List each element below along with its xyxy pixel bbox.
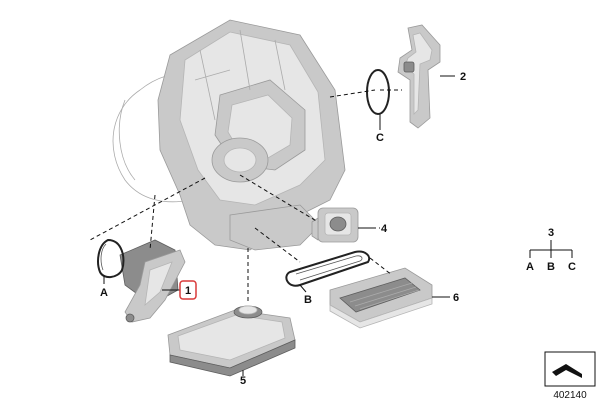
doc-number: 402140	[553, 390, 587, 401]
arrow-stamp-icon	[552, 364, 582, 378]
callout-4: 4	[381, 223, 388, 235]
callout-1-highlight-box	[179, 280, 197, 300]
part-2-bracket	[397, 24, 441, 129]
part-4-actuator	[311, 207, 359, 243]
gasket-a	[97, 238, 125, 278]
part-1-control-unit	[119, 239, 186, 323]
doc-stamp: 402140	[544, 351, 596, 401]
callout-5: 5	[240, 375, 246, 387]
callout-b: B	[304, 294, 312, 306]
legend-item-b: B	[547, 261, 555, 273]
callout-1: 1	[185, 285, 191, 297]
callout-6: 6	[453, 292, 459, 304]
leader-lines	[103, 75, 455, 376]
part-6-led-module	[329, 267, 433, 329]
legend-item-c: C	[568, 261, 576, 273]
assembly-lines	[89, 89, 402, 302]
callout-a: A	[100, 287, 108, 299]
legend-item-a: A	[526, 261, 534, 273]
callout-labels: 1 2 C 4 A B 6 5	[100, 71, 466, 387]
part-5-cover	[167, 305, 296, 377]
callout-2: 2	[460, 71, 466, 83]
callout-c: C	[376, 132, 384, 144]
legend-tree: 3 A B C	[526, 227, 576, 273]
gasket-b	[285, 250, 371, 287]
gasket-c	[366, 69, 390, 115]
headlight-housing	[112, 19, 346, 251]
legend-root: 3	[548, 227, 554, 239]
